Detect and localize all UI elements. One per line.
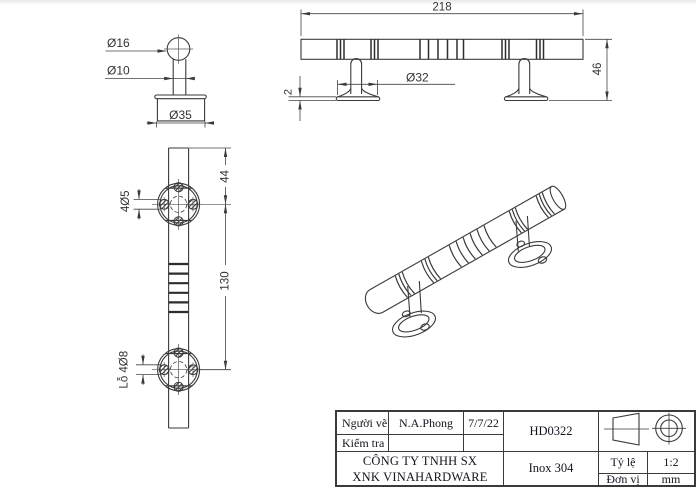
unit-value: mm [661, 472, 681, 486]
unit-label: Đơn vị [606, 472, 640, 486]
drawn-by-value: N.A.Phong [398, 415, 453, 430]
dim-head-diameter: Ø16 [107, 36, 130, 50]
handle-grooves-front [336, 39, 545, 60]
projection-symbol-icon [604, 412, 686, 446]
dim-post-spacing: 130 [220, 271, 232, 290]
view-handle-front [300, 38, 584, 102]
dim-handle-length: 218 [432, 2, 451, 14]
isometric-grooves [394, 192, 555, 298]
drawn-by-label: Người vẽ [342, 415, 388, 430]
grid-line [463, 410, 464, 451]
company-line-1: CÔNG TY TNHH SX [362, 453, 478, 468]
date-value: 7/7/22 [468, 415, 499, 430]
dim-mount-holes: Lỗ 4Ø8 [118, 351, 131, 389]
isometric-bar [364, 185, 567, 314]
handle-grooves-top [168, 262, 189, 314]
dim-end-offset: 44 [220, 170, 232, 183]
grid-line [503, 410, 504, 487]
dim-stem-diameter: Ø10 [107, 64, 130, 78]
grid-line [388, 410, 389, 451]
company-line-2: XNK VINAHARDWARE [352, 469, 488, 484]
dim-screw-holes: 4Ø5 [120, 190, 132, 212]
grid-line [598, 410, 599, 487]
title-block-border-bottom [335, 485, 696, 487]
dim-base-diameter: Ø35 [169, 108, 192, 122]
checked-value [389, 435, 463, 451]
dim-handle-height: 46 [592, 63, 604, 76]
scale-value: 1:2 [663, 455, 679, 469]
drawing-code: HD0322 [529, 424, 573, 438]
title-block-border-top [335, 410, 696, 412]
view-front-dimensions [288, 9, 612, 121]
title-block-border-right [694, 410, 696, 487]
view-top-dimensions [133, 147, 232, 385]
grid-line [335, 451, 696, 452]
grid-line [647, 451, 648, 487]
grid-line [335, 434, 503, 435]
scale-label: Tỷ lệ [610, 455, 636, 469]
window-top-edge [0, 0, 696, 5]
view-standoff-dimensions [105, 49, 214, 128]
view-isometric [364, 185, 567, 338]
title-block: Người vẽ N.A.Phong 7/7/22 Kiểm tra HD032… [335, 410, 696, 487]
title-block-border-left [335, 410, 337, 487]
view-handle-top [152, 147, 231, 429]
checked-label: Kiểm tra [342, 435, 385, 450]
dim-plate-thickness: 2 [283, 89, 295, 95]
material-value: Inox 304 [528, 461, 574, 475]
view-standoff-side [154, 34, 207, 122]
company-name: CÔNG TY TNHH SX XNK VINAHARDWARE [337, 452, 503, 485]
grid-line [598, 473, 696, 474]
dim-cover-diameter: Ø32 [406, 71, 429, 85]
